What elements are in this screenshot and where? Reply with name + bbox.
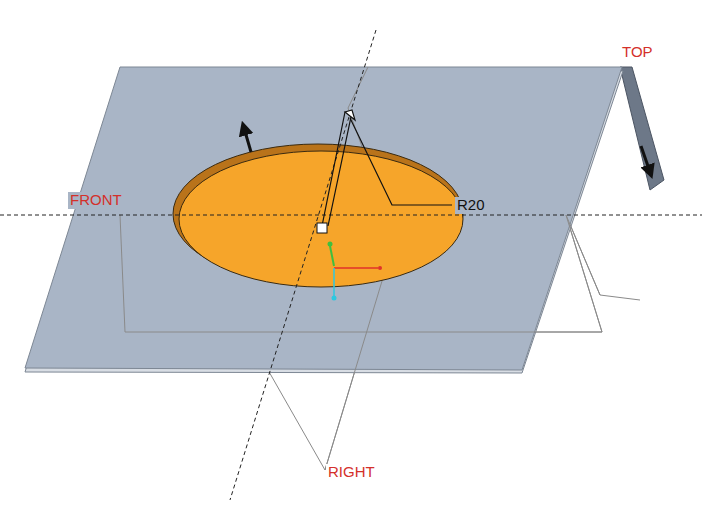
csys-y [330,246,334,266]
direction-arrow [244,128,251,152]
direction-arrow [641,146,650,172]
hole-face [179,151,463,287]
datum-name: RIGHT [326,464,377,481]
datum-plane-lines [120,67,602,470]
datum-name: TOP [620,44,655,61]
datum-name: FRONT [68,192,124,209]
dimension-leader [322,110,452,226]
bent-flange [620,67,664,190]
datum-axis [230,30,376,500]
sheet-plate [25,67,622,370]
csys-x [334,267,378,269]
datum-axis [0,215,702,216]
dimension-value: R20 [455,197,487,214]
sketch-origin [317,223,327,233]
top-plane [566,215,640,300]
csys-z [333,268,335,296]
